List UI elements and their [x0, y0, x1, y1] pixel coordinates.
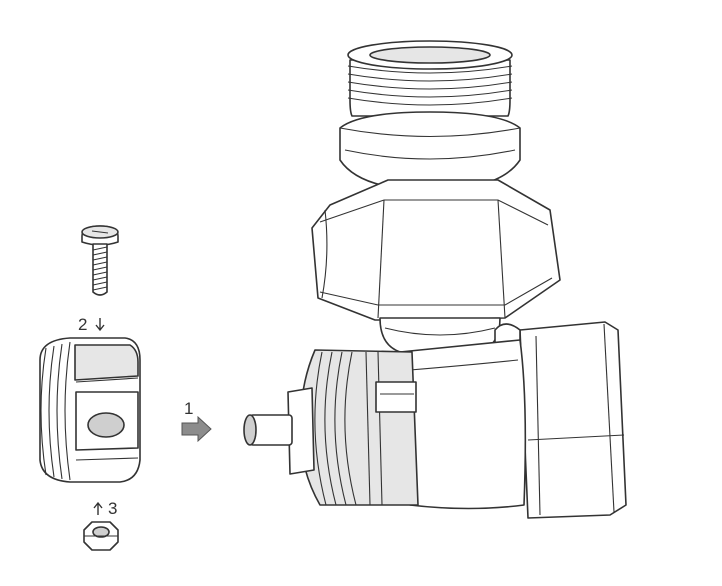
- radiator-valve-body: [243, 40, 627, 519]
- up-arrow-icon: [93, 501, 103, 515]
- fixing-screw: [81, 225, 119, 296]
- valve-hex-nut: [311, 179, 561, 321]
- insert-direction-arrow-icon: [181, 415, 212, 443]
- step-2-number: 2: [78, 315, 87, 334]
- hex-nut-small: [83, 521, 119, 551]
- step-2-callout: 2: [78, 315, 105, 334]
- insert-clip-tab: [375, 381, 417, 413]
- step-3-number: 3: [108, 499, 117, 518]
- valve-threaded-tail: [339, 40, 521, 191]
- valve-thermostatic-insert: [299, 349, 419, 506]
- adapter-clamp-ring: [39, 337, 141, 483]
- down-arrow-icon: [95, 318, 105, 332]
- clamp-screw-hole: [87, 412, 125, 438]
- step-3-callout: 3: [93, 499, 117, 518]
- step-1-number: 1: [184, 399, 193, 418]
- valve-spindle-pin: [243, 387, 315, 475]
- step-1-callout: 1: [181, 399, 212, 443]
- valve-main-body: [399, 339, 527, 510]
